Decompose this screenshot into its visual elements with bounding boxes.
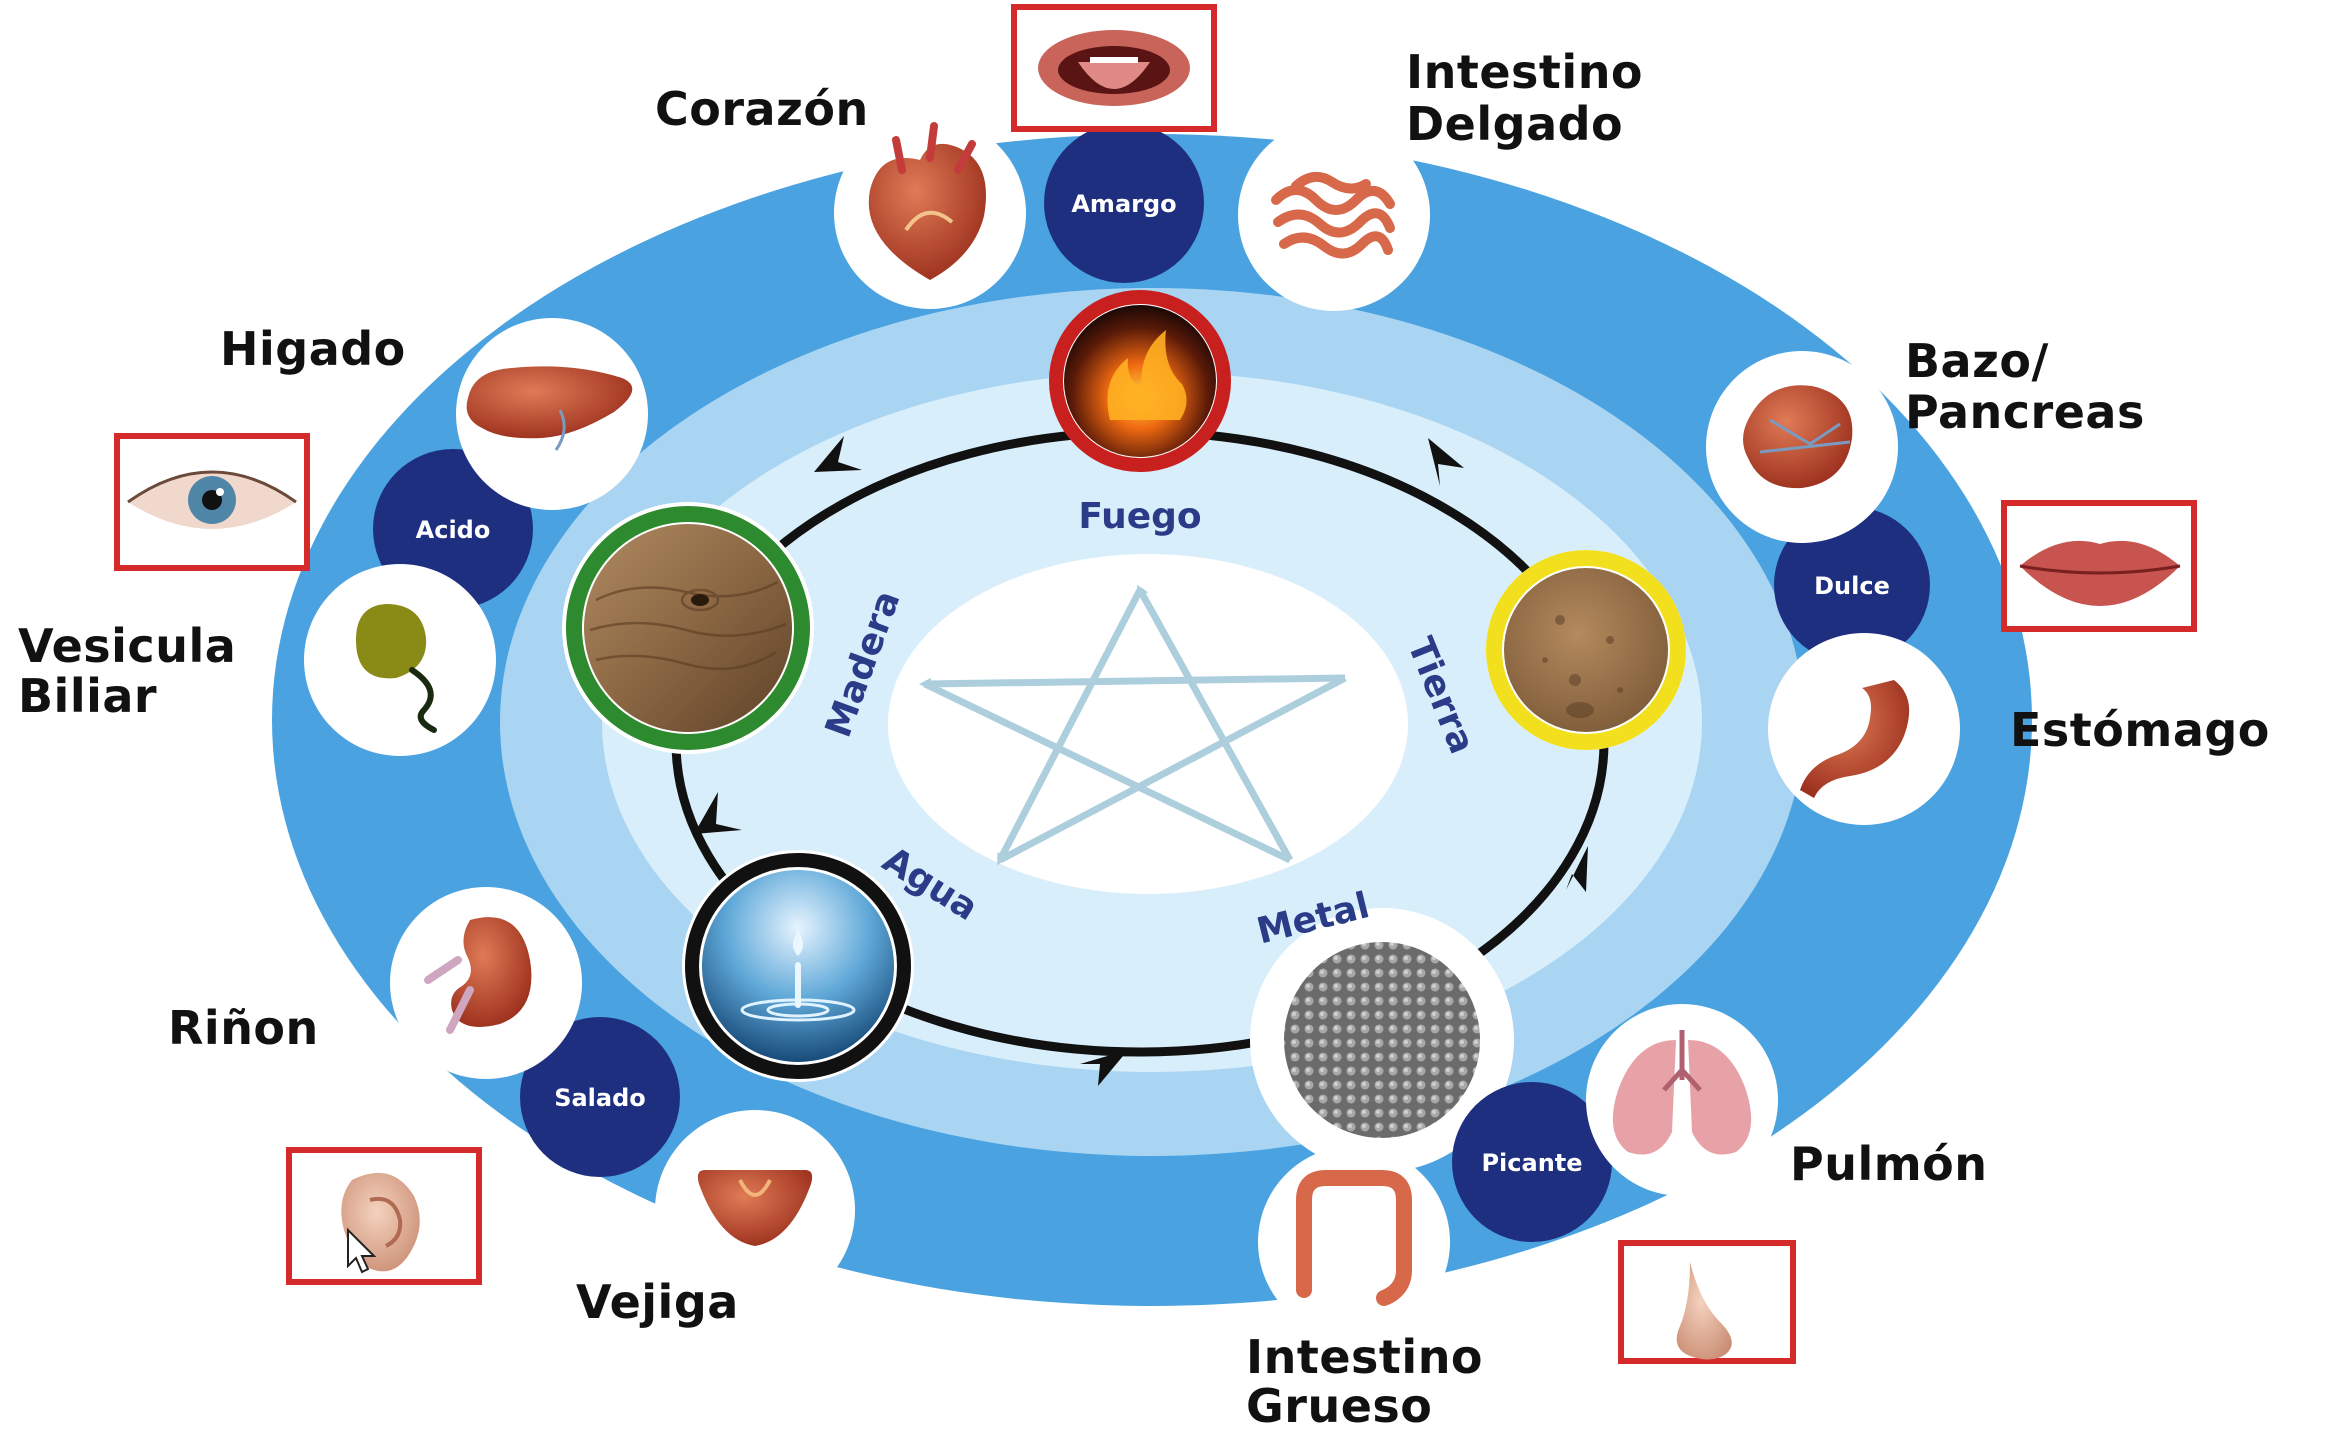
eye-frame <box>117 436 307 568</box>
taste-label-metal: Picante <box>1481 1149 1582 1177</box>
organ-label-large-intestine-1: Intestino <box>1246 1330 1483 1384</box>
organ-label-spleen-2: Pancreas <box>1905 385 2145 439</box>
gallbladder-organ <box>304 564 496 756</box>
organ-label-stomach: Estómago <box>2010 703 2270 757</box>
organ-label-liver: Higado <box>220 322 406 376</box>
kidney-organ <box>390 887 582 1079</box>
taste-label-water: Salado <box>554 1084 646 1112</box>
stomach-organ <box>1768 633 1960 825</box>
organ-label-gallbladder-1: Vesicula <box>18 619 236 673</box>
element-label-fire: Fuego <box>1078 496 1201 537</box>
gallbladder-icon <box>356 604 426 678</box>
organ-label-bladder: Vejiga <box>576 1275 739 1329</box>
nose-frame <box>1621 1243 1793 1361</box>
taste-label-earth: Dulce <box>1814 572 1890 600</box>
small-intestine-organ <box>1238 119 1430 311</box>
organ-label-heart: Corazón <box>655 82 869 136</box>
water-element <box>682 850 914 1082</box>
wood-element <box>562 502 814 754</box>
liver-organ <box>456 318 648 510</box>
tongue-icon <box>1038 30 1190 106</box>
earth-element <box>1486 550 1686 750</box>
organ-label-large-intestine-2: Grueso <box>1246 1379 1432 1428</box>
organ-label-gallbladder-2: Biliar <box>18 669 157 723</box>
ear-frame <box>289 1150 479 1282</box>
organ-label-lung: Pulmón <box>1790 1137 1988 1191</box>
tongue-frame <box>1014 7 1214 129</box>
organ-label-small-intestine-1: Intestino <box>1406 45 1643 99</box>
taste-label-fire: Amargo <box>1071 190 1176 218</box>
lips-frame <box>2004 503 2194 629</box>
fire-element <box>1052 293 1228 469</box>
organ-label-kidney: Riñon <box>168 1001 319 1055</box>
organ-label-spleen-1: Bazo/ <box>1905 334 2049 388</box>
lung-organ <box>1586 1004 1778 1196</box>
taste-label-wood: Acido <box>416 516 491 544</box>
large-intestine-organ <box>1258 1146 1450 1338</box>
heart-organ <box>834 117 1026 309</box>
spleen-organ <box>1706 351 1898 543</box>
organ-label-small-intestine-2: Delgado <box>1406 97 1623 151</box>
taste-badge-fire: Amargo <box>1044 123 1204 283</box>
